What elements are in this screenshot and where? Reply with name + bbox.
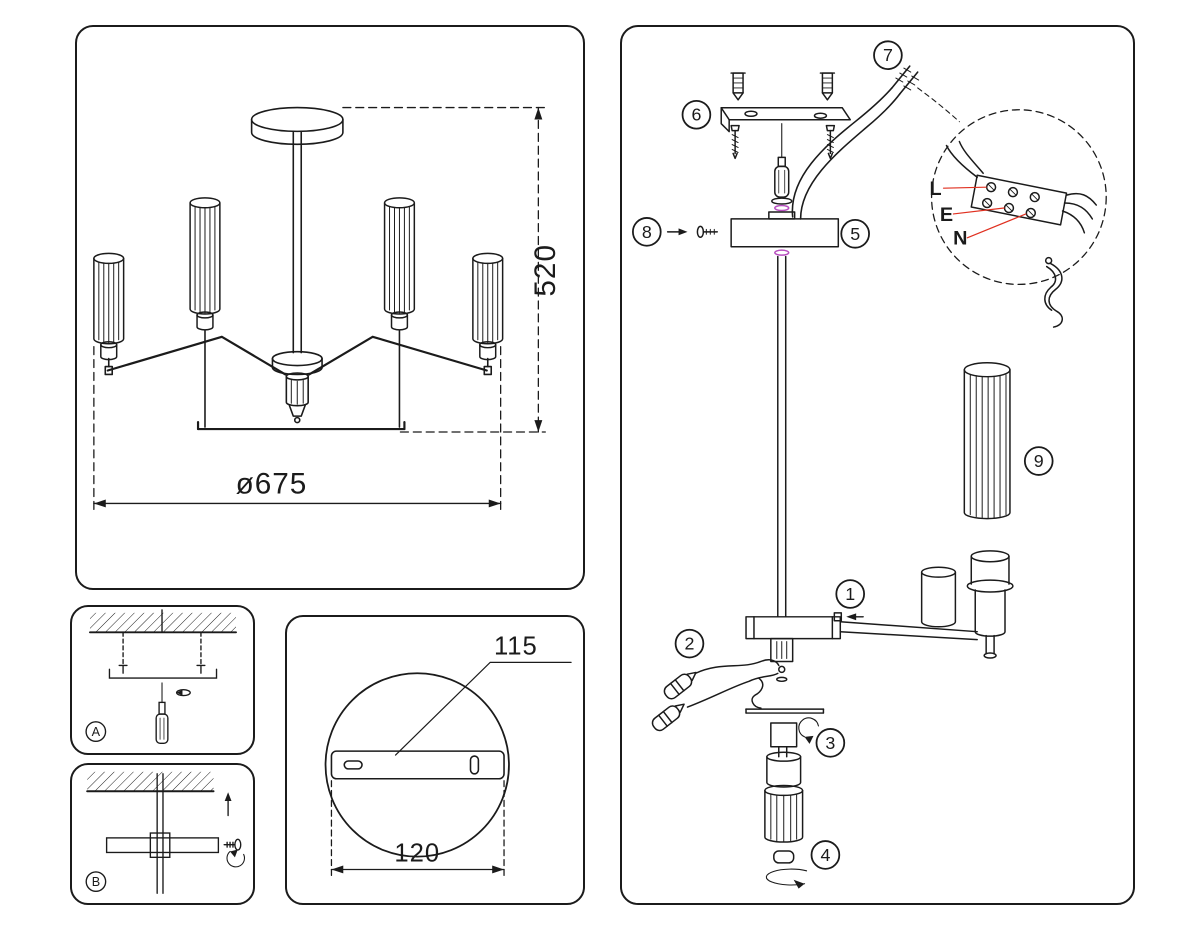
- canopy-boss: [768, 211, 796, 220]
- terminal-block: [945, 140, 1098, 234]
- wire-label-n: N: [953, 228, 967, 250]
- step-3-badge: 3: [825, 733, 835, 753]
- screw: [730, 124, 740, 160]
- mounting-plate-side: [105, 832, 220, 859]
- ribbed-sleeve: [764, 784, 804, 843]
- step-7-badge: 7: [883, 45, 893, 65]
- square-nut: [770, 722, 798, 748]
- canopy-assembly: [730, 197, 840, 256]
- detail-b-label: B: [92, 875, 100, 889]
- wire-leaders: [942, 186, 1027, 239]
- central-stem: [292, 131, 303, 354]
- shade-exploded: [963, 362, 1011, 520]
- step-badges: [632, 40, 1054, 870]
- panel-detail-a: A: [70, 605, 255, 755]
- side-screw-step8: [666, 225, 718, 239]
- mounting-plate-drawing: 115 120: [324, 632, 572, 878]
- wiring-detail-inset: [930, 109, 1107, 328]
- detail-b-badge: [85, 871, 107, 893]
- hub-and-finial: [271, 350, 323, 424]
- panel-detail-b: B: [70, 763, 255, 905]
- detail-a-label: A: [92, 725, 101, 739]
- shade-outer-right: [472, 252, 504, 361]
- plate-bar: [330, 750, 505, 780]
- end-cap: [773, 850, 795, 864]
- chandelier-arms: [106, 335, 488, 431]
- dim-height-label: 520: [529, 244, 562, 297]
- step-9-badge: 9: [1034, 451, 1044, 471]
- flat-disc: [745, 708, 825, 714]
- step-6-badge: 6: [691, 105, 701, 125]
- mains-wires: [791, 65, 960, 220]
- dim-diameter: [93, 346, 502, 513]
- wire-label-l: L: [929, 178, 941, 200]
- ceiling-hatch: [89, 612, 236, 633]
- step-2-badge: 2: [685, 634, 695, 654]
- cable-clip: [1044, 256, 1063, 328]
- hub-assembly: [745, 612, 843, 683]
- shade-inner-left: [189, 197, 221, 331]
- panel-overview: 520 ø675: [75, 25, 585, 590]
- ceiling-canopy: [250, 106, 344, 146]
- wall-anchor: [730, 72, 746, 101]
- ceiling-hatch: [87, 771, 214, 792]
- leader-115: [394, 661, 572, 756]
- rotate-arrow: [798, 717, 820, 744]
- detail-a-drawing: A: [85, 609, 237, 744]
- drill-positions: [118, 631, 206, 674]
- shade-stems: [104, 330, 493, 428]
- mounting-bracket: [108, 668, 218, 679]
- screwdriver: [774, 123, 790, 198]
- washer: [771, 197, 793, 205]
- step-4-badge: 4: [820, 845, 830, 865]
- wall-anchor: [819, 72, 836, 101]
- canopy-body: [730, 218, 840, 248]
- rubber-washer: [774, 204, 790, 212]
- dim-plate-width-label: 120: [394, 840, 440, 868]
- socket-cup: [766, 746, 802, 788]
- dim-height: [342, 106, 546, 433]
- step-5-badge: 5: [850, 224, 860, 244]
- step1-arrow: [846, 613, 864, 621]
- panel-assembly: 1 2 3 4 5 6 7 8 9 L E N: [620, 25, 1135, 905]
- step-8-badge: 8: [642, 222, 652, 242]
- dim-slot-spacing-label: 115: [494, 632, 538, 660]
- assembly-drawing: 1 2 3 4 5 6 7 8 9 L E N: [632, 40, 1107, 889]
- ceiling-bracket: [720, 107, 851, 133]
- step-1-badge: 1: [845, 584, 855, 604]
- wire-connectors: [651, 659, 780, 732]
- shade-inner-right: [383, 197, 416, 331]
- dim-120: [330, 780, 505, 878]
- rotate-ellipse: [765, 868, 808, 889]
- shade-outer-left: [93, 252, 125, 361]
- screwdriver: [155, 682, 191, 744]
- up-arrow: [224, 792, 232, 817]
- chandelier-drawing: 520 ø675: [93, 106, 562, 513]
- arm-and-sockets: [839, 550, 1014, 659]
- wire-label-e: E: [940, 204, 953, 226]
- socket-parts-column: [745, 708, 825, 889]
- central-rod: [777, 255, 787, 618]
- side-screw: [223, 838, 245, 868]
- panel-mounting-plate: 115 120: [285, 615, 585, 905]
- rubber-washer: [774, 249, 790, 256]
- detail-b-drawing: B: [85, 771, 245, 894]
- plate-circle: [324, 672, 510, 858]
- bracket-assembly: [720, 72, 851, 198]
- dim-diameter-label: ø675: [236, 468, 308, 501]
- detail-a-badge: [85, 721, 107, 743]
